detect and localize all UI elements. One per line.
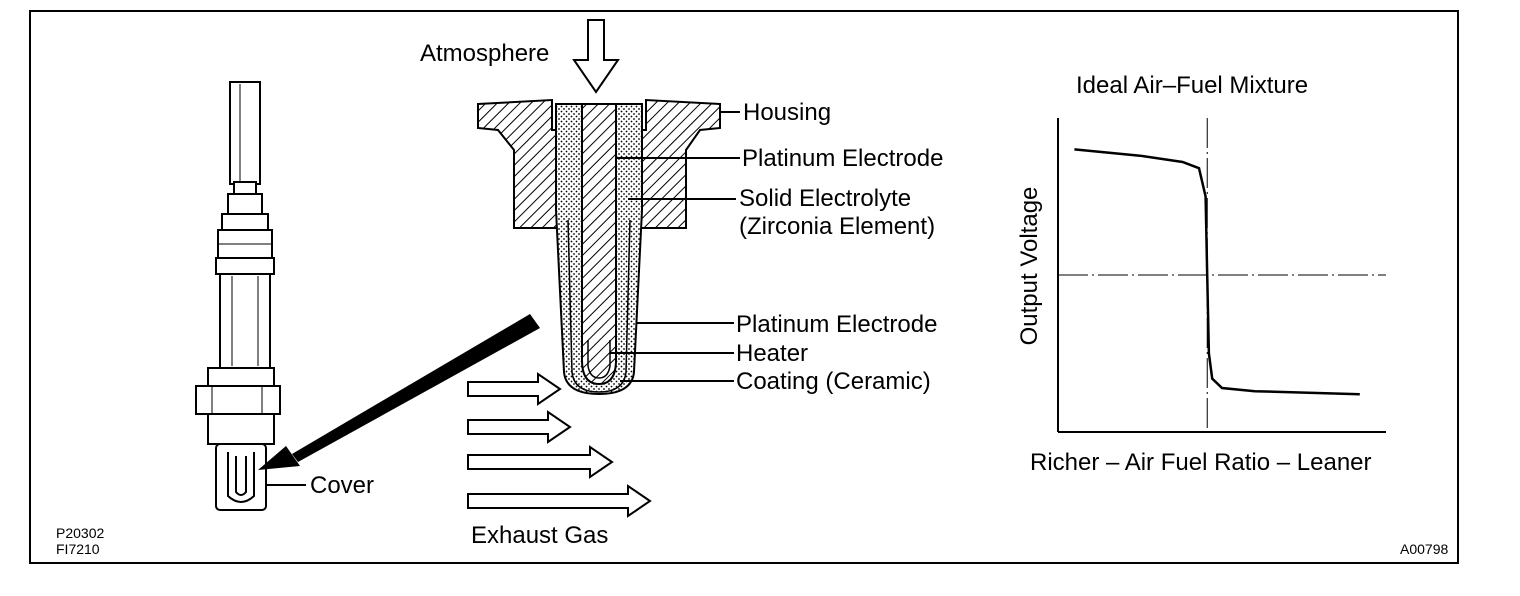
figure-frame xyxy=(29,10,1459,564)
atmosphere-label: Atmosphere xyxy=(420,40,550,67)
leader-lines xyxy=(610,111,740,382)
chart-x-label: Richer – Air Fuel Ratio – Leaner xyxy=(1030,449,1372,476)
figure-code-left-2: FI7210 xyxy=(56,541,100,557)
heater-label: Heater xyxy=(736,340,809,367)
chart-y-label: Output Voltage xyxy=(1016,186,1043,346)
zirconia-element-label: (Zirconia Element) xyxy=(739,213,936,240)
platinum-electrode-inner-label: Platinum Electrode xyxy=(736,311,938,338)
exhaust-gas-arrows xyxy=(467,372,652,518)
sensor-cross-section xyxy=(477,98,721,396)
pointer-arrow xyxy=(258,314,540,470)
voltage-chart xyxy=(1057,118,1386,433)
cover-label: Cover xyxy=(310,472,375,499)
chart-series-line xyxy=(1074,148,1360,396)
figure-code-right: A00798 xyxy=(1400,541,1449,557)
figure-code-left-1: P20302 xyxy=(56,525,105,541)
exhaust-gas-label: Exhaust Gas xyxy=(471,522,609,549)
oxygen-sensor-illustration xyxy=(195,81,281,511)
platinum-electrode-outer-label: Platinum Electrode xyxy=(742,145,944,172)
coating-label: Coating (Ceramic) xyxy=(736,368,931,395)
atmosphere-arrow xyxy=(572,19,620,94)
housing-label: Housing xyxy=(743,99,832,126)
chart-title: Ideal Air–Fuel Mixture xyxy=(1076,72,1309,99)
solid-electrolyte-label: Solid Electrolyte xyxy=(739,185,912,212)
